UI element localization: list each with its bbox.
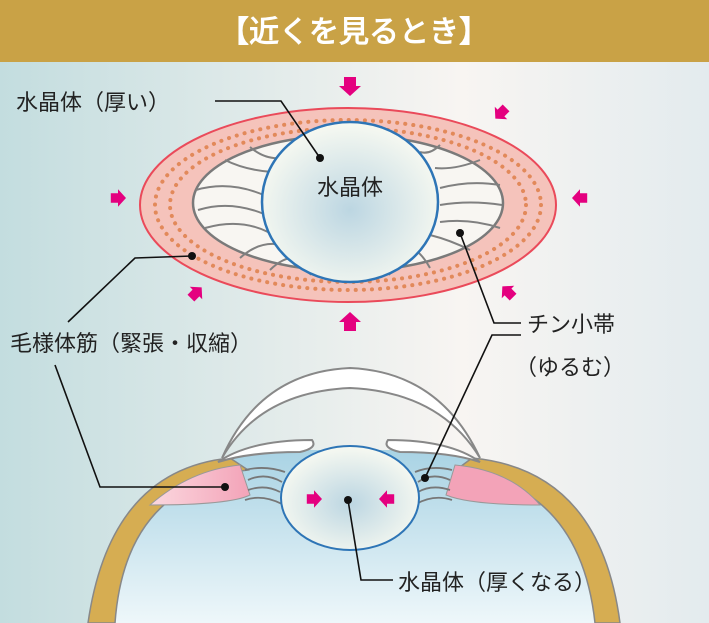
lens-center-label: 水晶体	[317, 176, 383, 201]
muscle-dots-outer	[153, 118, 543, 292]
sclera-right	[454, 457, 621, 623]
ciliary-muscle-right	[445, 464, 542, 506]
lens-thicker-label: 水晶体（厚くなる）	[398, 571, 596, 596]
cornea	[221, 366, 481, 459]
iris-right	[385, 438, 481, 463]
lens-thick-label: 水晶体（厚い）	[16, 91, 170, 116]
title: 【近くを見るとき】	[219, 15, 489, 50]
header-band	[0, 0, 709, 62]
zonule-label: チン小帯	[527, 313, 615, 338]
ciliary-muscle-left	[148, 464, 251, 506]
leader-lines	[54, 100, 521, 581]
lens-thick	[260, 120, 440, 284]
ciliary-muscle-label: 毛様体筋（緊張・収縮）	[10, 332, 252, 357]
top-lens-diagram: 水晶体	[110, 77, 588, 331]
zonule-state-label: （ゆるむ）	[515, 356, 625, 381]
leader-dots	[188, 154, 464, 504]
eye-cross-section	[87, 366, 621, 623]
iris-left	[217, 438, 315, 463]
